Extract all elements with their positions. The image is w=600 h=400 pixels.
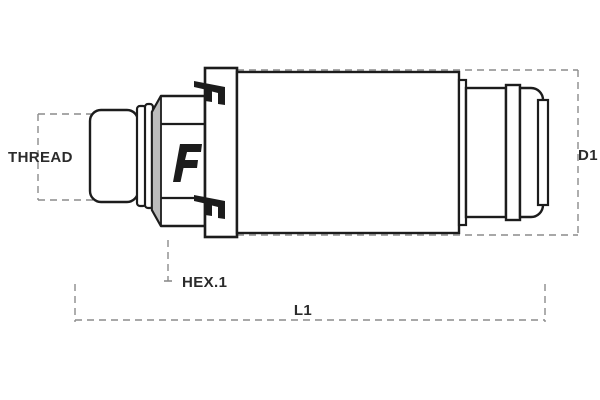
- thread-label: THREAD: [8, 149, 73, 166]
- sleeve-ring-2: [504, 83, 522, 222]
- diameter-label: D1: [578, 147, 598, 164]
- f-glyph-flange-top: [194, 81, 225, 105]
- main-body: [235, 70, 461, 235]
- hex-nut-chamfer-shade: [151, 95, 162, 227]
- f-glyph-flange-bottom: [194, 195, 225, 219]
- flange-bottom-brand-logo: [194, 195, 225, 219]
- flange-top-brand-logo: [194, 81, 225, 105]
- thread-body: [88, 108, 140, 204]
- end-sleeve-assembly: [457, 78, 550, 227]
- hex-label: HEX.1: [182, 274, 227, 291]
- washer-collar: [135, 102, 155, 210]
- flange-plate: [194, 66, 239, 239]
- main-body-outline: [235, 70, 461, 235]
- nipple-tip: [536, 98, 550, 207]
- length-label: L1: [294, 302, 312, 319]
- hex-nut-brand-logo: [173, 144, 202, 182]
- dimension-lines-group: [37, 69, 579, 322]
- f-glyph-hex: [173, 144, 202, 182]
- thread-section: [88, 108, 140, 204]
- sleeve-ring-1: [464, 86, 508, 219]
- hex-nut: [150, 94, 207, 228]
